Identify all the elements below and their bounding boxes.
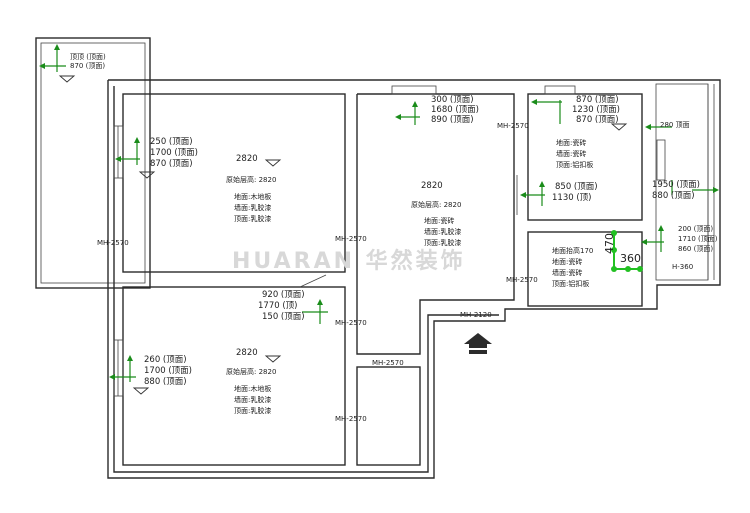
balcony-elev-top: 顶顶 (顶面) [70,53,106,61]
right-elev-3: 880 (顶面) [652,191,695,201]
balcony-outline [35,37,151,289]
door-label-5: MH-2570 [335,319,367,327]
room-bedroom-2 [122,286,346,466]
bed1-elev-3: 870 (顶面) [150,159,193,169]
bed2-height: 2820 [236,348,258,358]
bed1-height: 2820 [236,154,258,164]
room-storage [356,366,421,466]
bath-floor: 地面:瓷砖 [552,258,583,266]
kitchen-elev-2: 1230 (顶面) [572,105,620,115]
measure-w: 470 [603,233,616,254]
right-low-2: 1710 (顶面) [678,235,718,243]
kitchen-elev-3: 870 (顶面) [576,115,619,125]
living-clear: 原始层高: 2820 [411,201,462,209]
living-floor: 地面:瓷砖 [424,217,455,225]
measure-frame [611,230,643,272]
kitchen-mid-2: 1130 (顶) [552,193,592,203]
bed3-elev-2: 1700 (顶面) [144,366,192,376]
living-wall: 墙面:乳胶漆 [424,228,462,236]
kitchen-mid-1: 850 (顶面) [555,182,598,192]
living-ceiling: 顶面:乳胶漆 [424,239,462,247]
living-height: 2820 [421,181,443,191]
measure-h: 360 [620,252,641,265]
entrance-arrow-icon [464,333,492,354]
bed2-elev-3: 150 (顶面) [262,312,305,322]
bath-clear: 地面抬高170 [552,247,594,255]
room-kitchen [527,93,643,221]
kitchen-wall: 墙面:瓷砖 [556,150,587,158]
bed2-elev-2: 1770 (顶) [258,301,298,311]
kitchen-elev-1: 870 (顶面) [576,95,619,105]
door-label-4: MH-2570 [506,276,538,284]
elevation-arrows [39,44,719,395]
right-low-1: 200 (顶面) [678,225,714,233]
right-elev-1: 280 顶面 [660,121,690,129]
door-label-3: MH-2570 [497,122,529,130]
bed1-elev-2: 1700 (顶面) [150,148,198,158]
bath-ceiling: 顶面:铝扣板 [552,280,590,288]
bed2-wall: 墙面:乳胶漆 [234,396,272,404]
bed1-elev-1: 250 (顶面) [150,137,193,147]
bed1-wall: 墙面:乳胶漆 [234,204,272,212]
door-label-1: MH-2570 [97,239,129,247]
bed2-floor: 地面:木地板 [234,385,272,393]
right-low-3: 860 (顶面) [678,245,714,253]
bed1-ceiling: 顶面:乳胶漆 [234,215,272,223]
bed1-clear: 原始层高: 2820 [226,176,277,184]
door-label-6: MH-2570 [372,359,404,367]
balcony-elev-value: 870 (顶面) [70,62,106,70]
outer-wall [107,79,721,479]
kitchen-floor: 地面:瓷砖 [556,139,587,147]
room-living [356,93,515,355]
living-elev-2: 1680 (顶面) [431,105,479,115]
door-label-9: H-360 [672,263,694,271]
kitchen-ceiling: 顶面:铝扣板 [556,161,594,169]
living-elev-1: 300 (顶面) [431,95,474,105]
right-elev-2: 1950 (顶面) [652,180,700,190]
bed3-elev-3: 880 (顶面) [144,377,187,387]
bath-wall: 墙面:瓷砖 [552,269,583,277]
living-elev-3: 890 (顶面) [431,115,474,125]
watermark: HUARAN 华然装饰 [232,248,466,274]
window-marks [113,85,666,397]
bed2-clear: 原始层高: 2820 [226,368,277,376]
bed2-elev-1: 920 (顶面) [262,290,305,300]
door-label-2: MH-2570 [335,235,367,243]
door-label-8: MH-2120 [460,311,492,319]
door-label-7: MH-2570 [335,415,367,423]
bed1-floor: 地面:木地板 [234,193,272,201]
bed3-elev-1: 260 (顶面) [144,355,187,365]
room-bedroom-1 [122,93,346,273]
bed2-ceiling: 顶面:乳胶漆 [234,407,272,415]
